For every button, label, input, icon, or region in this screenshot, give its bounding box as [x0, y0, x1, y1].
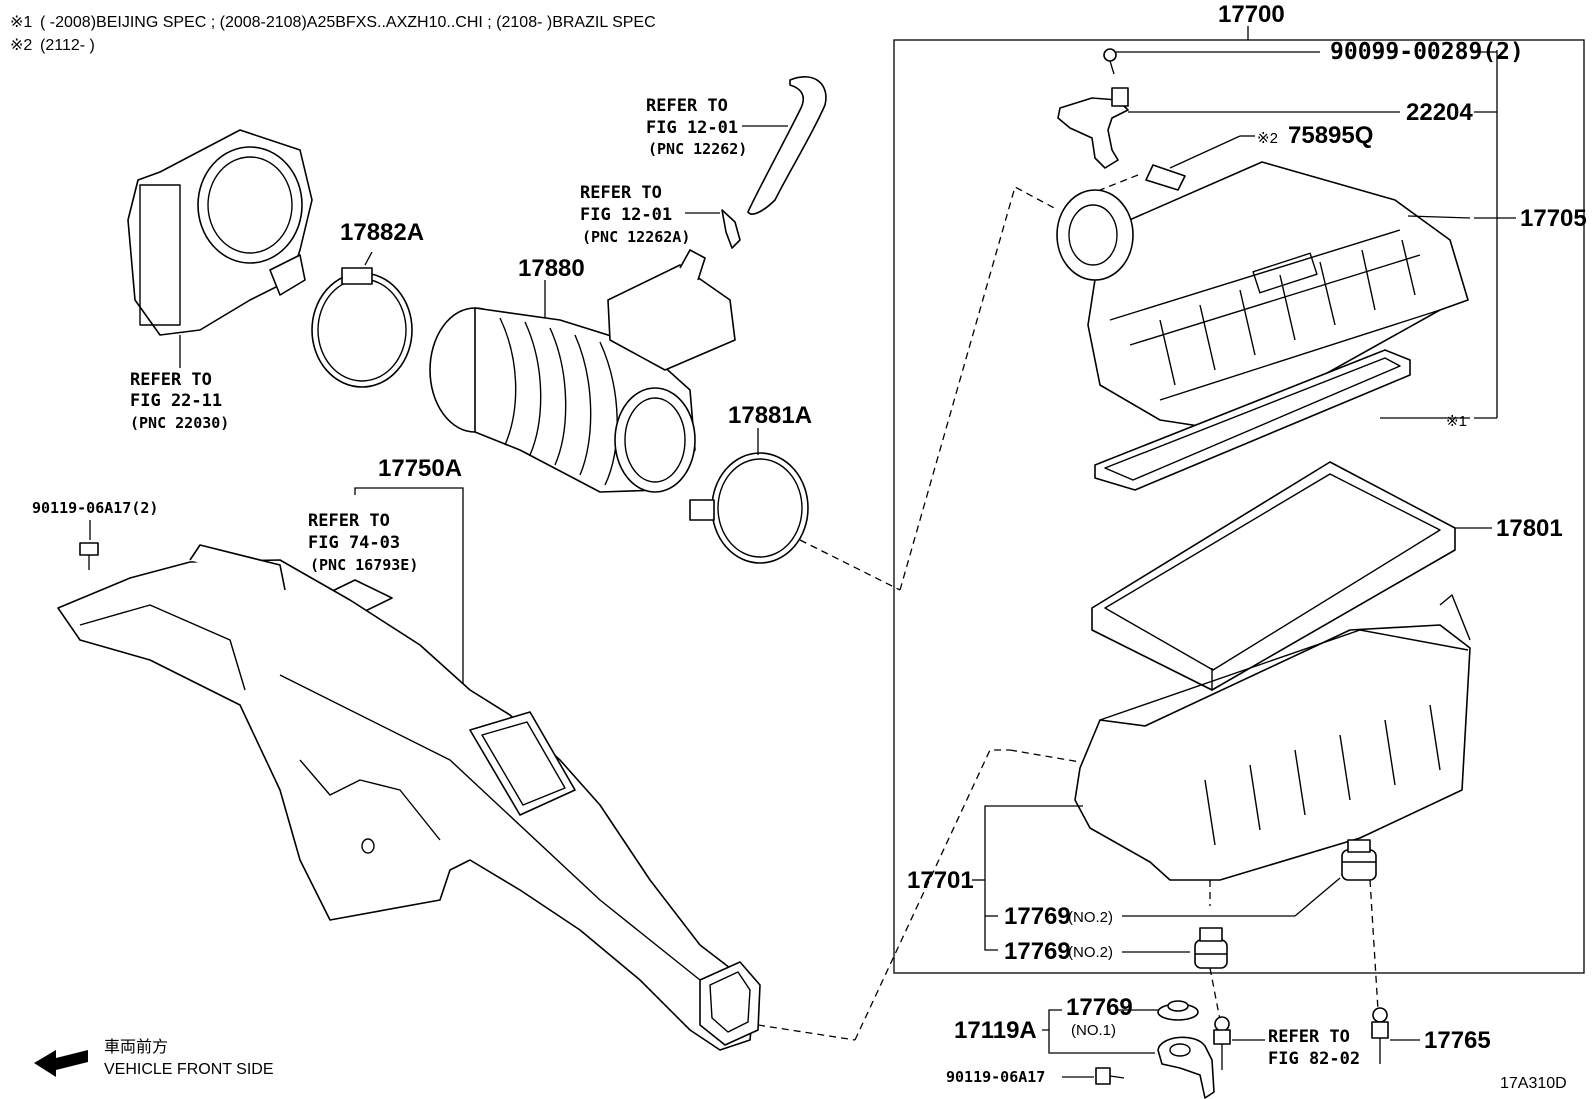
hose-clamp-17882a[interactable]: [311, 251, 413, 388]
ref-fig-22-11-line1[interactable]: REFER TO: [130, 370, 212, 390]
vehicle-front-label-en: VEHICLE FRONT SIDE: [104, 1061, 274, 1078]
note-2-mark: ※2: [10, 37, 32, 54]
bracket-17119a[interactable]: [1157, 1036, 1215, 1099]
note-2-text: (2112- ): [40, 37, 95, 54]
throttle-body[interactable]: [127, 129, 313, 368]
part-number-17700[interactable]: 17700: [1218, 1, 1285, 28]
label-75895q[interactable]: [1145, 135, 1255, 191]
part-number-90119-06a17-2[interactable]: 90119-06A17(2): [32, 499, 158, 517]
ref-fig-74-03-line2[interactable]: FIG 74-03: [308, 533, 400, 553]
ref-fig-12-01-b-line3[interactable]: (PNC 12262A): [582, 228, 690, 246]
gasket-note-1[interactable]: [1094, 349, 1470, 491]
screw-90099[interactable]: [1103, 48, 1320, 75]
part-number-17705[interactable]: 17705: [1520, 205, 1587, 232]
clip-pnc-12262a[interactable]: [685, 209, 741, 249]
vehicle-front-label-jp: 車両前方: [104, 1038, 168, 1056]
vehicle-front-arrow-icon: [34, 1050, 88, 1077]
air-cleaner-cap-17705[interactable]: [1056, 161, 1471, 431]
hose-pnc-12262[interactable]: [742, 76, 827, 215]
part-number-17882a[interactable]: 17882A: [340, 219, 424, 246]
grommet-17769-no2-b[interactable]: [1194, 927, 1228, 969]
ref-fig-82-02-line2[interactable]: FIG 82-02: [1268, 1049, 1360, 1069]
part-number-17880[interactable]: 17880: [518, 255, 585, 282]
ref-fig-74-03-line3[interactable]: (PNC 16793E): [310, 556, 418, 574]
hose-clamp-17881a[interactable]: [689, 428, 809, 564]
part-number-17765[interactable]: 17765: [1424, 1027, 1491, 1054]
part-number-17769-no2-b[interactable]: 17769: [1004, 938, 1071, 965]
grommet-17769-no1[interactable]: [1157, 1000, 1199, 1021]
part-number-17769-no1[interactable]: 17769: [1066, 994, 1133, 1021]
pin-17765[interactable]: [1371, 1007, 1420, 1064]
air-filter-element-17801[interactable]: [1091, 461, 1492, 691]
ref-fig-22-11-line3[interactable]: (PNC 22030): [130, 414, 229, 432]
part-number-75895q[interactable]: 75895Q: [1288, 122, 1373, 149]
part-number-90099-00289[interactable]: 90099-00289(2): [1330, 39, 1524, 65]
ref-fig-22-11-line2[interactable]: FIG 22-11: [130, 391, 222, 411]
assembly-boundary-box: [893, 39, 1585, 974]
bolt-90119-a[interactable]: [79, 542, 99, 570]
ref-fig-74-03-line1[interactable]: REFER TO: [308, 511, 390, 531]
note-mark-75895q: ※2: [1257, 130, 1278, 147]
part-sub-17769-no2-a: (NO.2): [1068, 909, 1113, 926]
part-sub-17769-no1: (NO.1): [1071, 1022, 1116, 1039]
part-number-17119a[interactable]: 17119A: [954, 1017, 1037, 1044]
part-number-90119-06a17-b[interactable]: 90119-06A17: [946, 1068, 1045, 1086]
grommet-17769-no2-a[interactable]: [1341, 839, 1377, 881]
ref-fig-12-01-b-line2[interactable]: FIG 12-01: [580, 205, 672, 225]
note-1-mark: ※1: [10, 14, 32, 31]
ref-fig-12-01-a-line1[interactable]: REFER TO: [646, 96, 728, 116]
part-number-17750a[interactable]: 17750A: [378, 455, 462, 482]
air-intake-hose-17880[interactable]: [429, 249, 736, 493]
mass-air-flow-sensor-22204[interactable]: [1057, 87, 1400, 169]
bolt-90119-b[interactable]: [1095, 1067, 1125, 1085]
note-1-text: ( -2008)BEIJING SPEC ; (2008-2108)A25BFX…: [40, 14, 656, 31]
ref-fig-12-01-b-line1[interactable]: REFER TO: [580, 183, 662, 203]
part-number-17769-no2-a[interactable]: 17769: [1004, 903, 1071, 930]
ref-fig-82-02-line1[interactable]: REFER TO: [1268, 1027, 1350, 1047]
part-sub-17769-no2-b: (NO.2): [1068, 944, 1113, 961]
air-inlet-duct-17750a[interactable]: [57, 544, 761, 1051]
ref-fig-12-01-a-line3[interactable]: (PNC 12262): [648, 140, 747, 158]
note-mark-1: ※1: [1446, 413, 1467, 430]
air-cleaner-case-17701[interactable]: [1074, 594, 1471, 881]
ref-fig-12-01-a-line2[interactable]: FIG 12-01: [646, 118, 738, 138]
part-number-22204[interactable]: 22204: [1406, 99, 1473, 126]
part-number-17881a[interactable]: 17881A: [728, 402, 812, 429]
pin-left[interactable]: [1213, 1016, 1231, 1070]
part-number-17801[interactable]: 17801: [1496, 515, 1563, 542]
figure-id: 17A310D: [1500, 1075, 1567, 1092]
part-number-17701[interactable]: 17701: [907, 867, 974, 894]
